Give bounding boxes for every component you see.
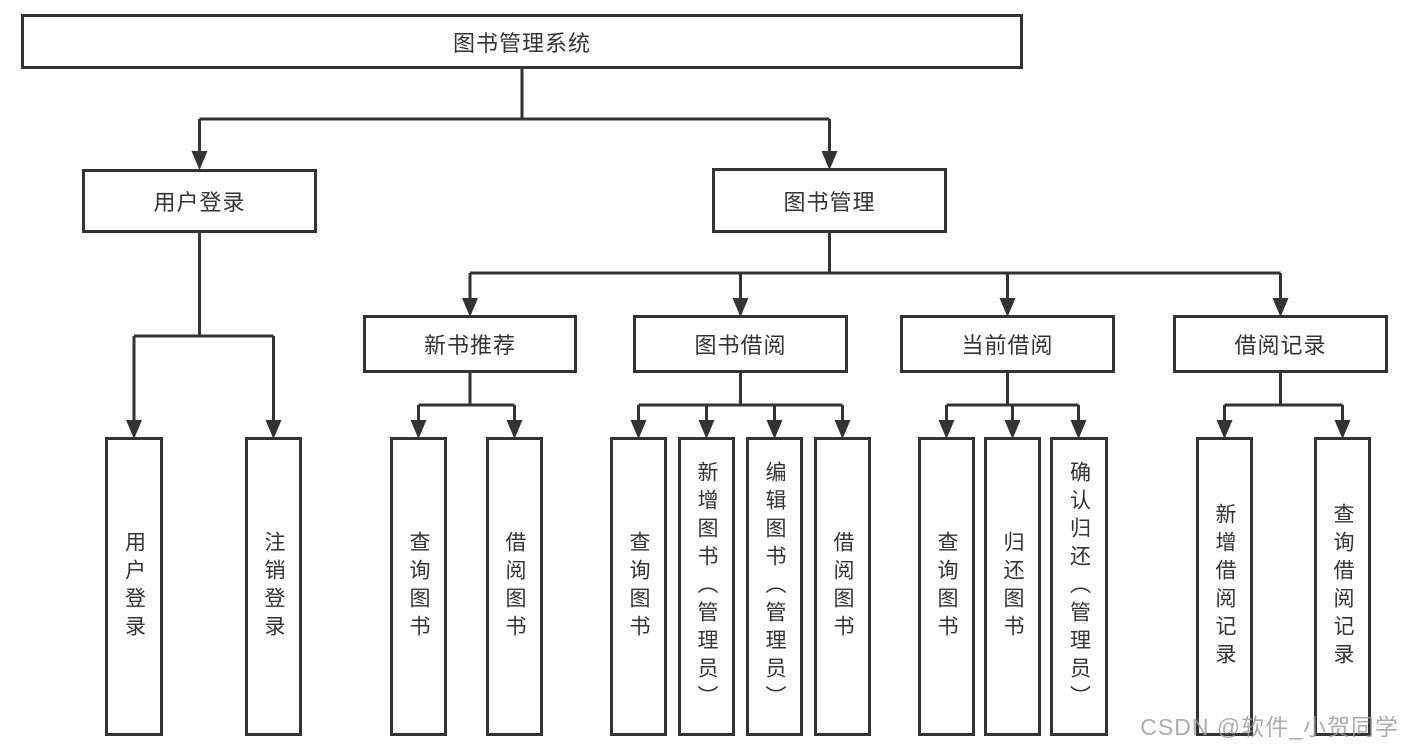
leaf-label: 查询图书: [407, 530, 430, 643]
node-label: 当前借阅: [961, 333, 1054, 358]
branch-connector-4: [630, 373, 851, 439]
branch-connector-1: [126, 233, 282, 439]
arrowhead-icon: [732, 298, 749, 317]
leaf-label: 借阅图书: [503, 530, 526, 643]
leaf-label: 查询图书: [627, 530, 650, 643]
arrowhead-icon: [698, 420, 715, 439]
leaf-label: 用户登录: [122, 530, 146, 643]
branch-connector-5: [938, 373, 1087, 439]
arrowhead-icon: [265, 420, 282, 439]
leaf-query-books-borrow: 查询图书: [610, 437, 667, 736]
arrowhead-icon: [410, 420, 427, 439]
leaf-confirm-return-admin: 确认归还（管理员）: [1050, 437, 1108, 736]
leaf-add-books-admin: 新增图书（管理员）: [678, 437, 735, 736]
leaf-return-books: 归还图书: [984, 437, 1041, 736]
leaf-label: 确认归还（管理员）: [1067, 460, 1091, 713]
leaf-label: 借阅图书: [831, 530, 854, 643]
arrowhead-icon: [462, 298, 478, 317]
node-book-management: 图书管理: [712, 168, 947, 233]
arrowhead-icon: [1216, 420, 1233, 439]
arrowhead-icon: [766, 420, 783, 439]
leaf-query-books-current: 查询图书: [918, 437, 975, 736]
arrowhead-icon: [834, 420, 851, 439]
arrowhead-icon: [630, 420, 647, 439]
leaf-label: 查询图书: [935, 530, 958, 643]
arrowhead-icon: [999, 298, 1016, 317]
leaf-logout: 注销登录: [245, 437, 302, 736]
node-label: 用户登录: [153, 190, 246, 215]
arrowhead-icon: [821, 151, 838, 170]
branch-connector-6: [1216, 373, 1351, 439]
node-current-borrow: 当前借阅: [900, 315, 1115, 373]
leaf-label: 归还图书: [1001, 530, 1024, 643]
branch-connector-3: [410, 373, 523, 439]
node-library-management-system: 图书管理系统: [21, 14, 1023, 69]
arrowhead-icon: [506, 420, 523, 439]
leaf-user-login: 用户登录: [105, 437, 163, 736]
leaf-add-borrow-record: 新增借阅记录: [1196, 437, 1253, 736]
arrowhead-icon: [1070, 420, 1087, 439]
leaf-label: 编辑图书（管理员）: [763, 460, 786, 713]
leaf-query-books-recommend: 查询图书: [390, 437, 447, 736]
node-label: 图书借阅: [694, 333, 787, 358]
leaf-label: 注销登录: [262, 530, 285, 643]
node-label: 新书推荐: [423, 333, 516, 358]
leaf-borrow-books: 借阅图书: [814, 437, 871, 736]
leaf-label: 查询借阅记录: [1331, 502, 1354, 671]
node-book-borrow: 图书借阅: [633, 315, 848, 373]
leaf-edit-books-admin: 编辑图书（管理员）: [746, 437, 803, 736]
arrowhead-icon: [1004, 420, 1021, 439]
node-label: 图书管理: [783, 189, 876, 215]
leaf-label: 新增借阅记录: [1213, 502, 1236, 671]
branch-connector-2: [462, 233, 1289, 317]
node-borrow-records: 借阅记录: [1173, 315, 1388, 373]
leaf-borrow-books-recommend: 借阅图书: [486, 437, 543, 736]
arrowhead-icon: [938, 420, 955, 439]
node-label: 借阅记录: [1234, 333, 1327, 358]
arrowhead-icon: [1334, 420, 1351, 439]
node-new-book-recommend: 新书推荐: [363, 315, 577, 373]
branch-connector-0: [191, 69, 838, 170]
node-user-login: 用户登录: [82, 169, 317, 233]
arrowhead-icon: [1272, 298, 1289, 317]
arrowhead-icon: [126, 420, 142, 439]
leaf-label: 新增图书（管理员）: [695, 460, 718, 713]
leaf-query-borrow-record: 查询借阅记录: [1314, 437, 1371, 736]
node-label: 图书管理系统: [452, 30, 591, 56]
arrowhead-icon: [191, 151, 208, 170]
